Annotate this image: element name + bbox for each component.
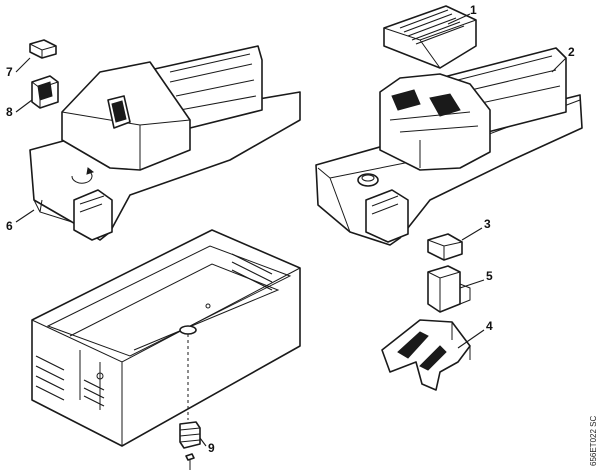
callout-3: 3 [484, 217, 491, 231]
callout-6: 6 [6, 219, 13, 233]
leader-1 [447, 13, 471, 25]
callout-7: 7 [6, 65, 13, 79]
cap-small-7 [29, 39, 57, 59]
contact-block-5 [427, 265, 471, 313]
drawing-code: 656ET022 SC [589, 416, 598, 466]
battery-tray [31, 229, 301, 447]
leader-4 [457, 329, 485, 349]
leader-3 [461, 227, 483, 241]
bracket-4 [381, 319, 471, 391]
callout-5: 5 [486, 269, 493, 283]
leader-5 [459, 279, 485, 289]
switch-8 [31, 75, 59, 109]
leader-9 [199, 437, 207, 447]
housing-right [315, 47, 583, 246]
leader-2 [551, 57, 567, 73]
screw-9 [185, 453, 195, 470]
cover-lid-1 [383, 5, 477, 69]
callout-4: 4 [486, 319, 493, 333]
housing-left [29, 45, 301, 241]
foot-9 [179, 421, 201, 449]
callout-2: 2 [568, 45, 575, 59]
cap-3 [427, 233, 463, 261]
callout-9: 9 [208, 441, 215, 455]
leader-6 [15, 209, 35, 223]
callout-1: 1 [470, 3, 477, 17]
leader-8 [15, 99, 33, 113]
callout-8: 8 [6, 105, 13, 119]
leader-7 [15, 57, 31, 73]
